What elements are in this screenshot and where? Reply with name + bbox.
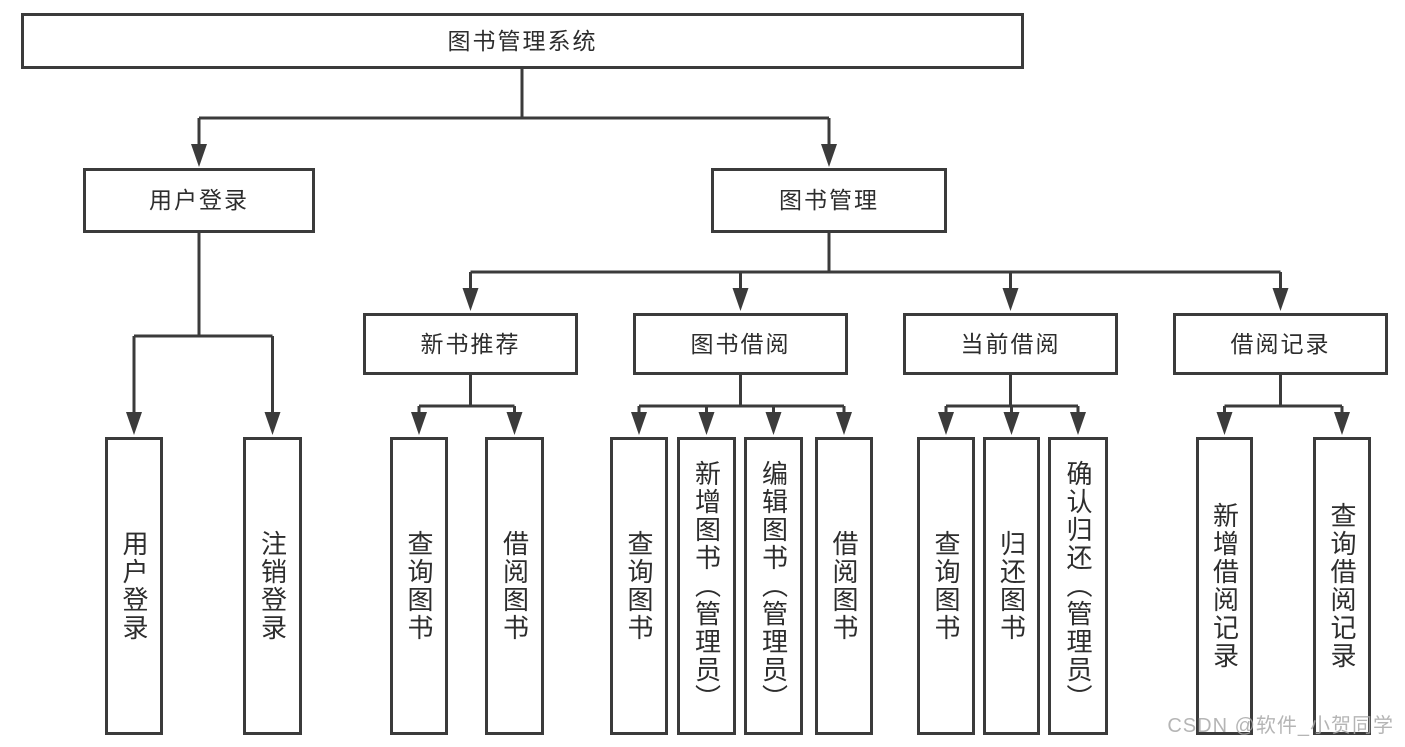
node-label: 查询图书 bbox=[624, 530, 654, 642]
edge-root-to-level2 bbox=[191, 69, 837, 167]
node-label: 查询图书 bbox=[404, 530, 434, 642]
edge-borrow-records-to-leaves bbox=[1216, 375, 1350, 435]
leaf-query-books-borrow: 查询图书 bbox=[610, 437, 668, 735]
node-new-book-recommend: 新书推荐 bbox=[363, 313, 578, 375]
node-book-borrow: 图书借阅 bbox=[633, 313, 848, 375]
leaf-query-borrow-record: 查询借阅记录 bbox=[1313, 437, 1371, 735]
leaf-confirm-return-admin: 确认归还（管理员） bbox=[1048, 437, 1108, 735]
node-label: 新书推荐 bbox=[420, 330, 521, 357]
leaf-borrow-books: 借阅图书 bbox=[815, 437, 873, 735]
leaf-query-books-current: 查询图书 bbox=[917, 437, 975, 735]
edge-book-management-to-level3 bbox=[462, 233, 1289, 311]
leaf-user-login: 用户登录 bbox=[105, 437, 163, 735]
node-label: 新增借阅记录 bbox=[1209, 502, 1240, 670]
edge-new-book-recommend-to-leaves bbox=[411, 375, 523, 435]
node-label: 当前借阅 bbox=[960, 330, 1061, 357]
node-label: 注销登录 bbox=[257, 530, 288, 642]
node-label: 查询图书 bbox=[931, 530, 961, 642]
leaf-borrow-books-recommend: 借阅图书 bbox=[485, 437, 544, 735]
edge-user-login-to-leaves bbox=[126, 233, 281, 435]
leaf-add-books-admin: 新增图书（管理员） bbox=[677, 437, 736, 735]
node-label: 图书管理 bbox=[779, 187, 879, 213]
node-label: 用户登录 bbox=[119, 530, 149, 642]
node-label: 借阅图书 bbox=[829, 530, 859, 642]
node-label: 借阅记录 bbox=[1230, 330, 1331, 357]
node-label: 编辑图书（管理员） bbox=[758, 460, 789, 712]
node-label: 用户登录 bbox=[149, 187, 249, 213]
edge-book-borrow-to-leaves bbox=[631, 375, 852, 435]
node-borrow-records: 借阅记录 bbox=[1173, 313, 1388, 375]
node-book-management: 图书管理 bbox=[711, 168, 947, 233]
node-user-login: 用户登录 bbox=[83, 168, 315, 233]
node-label: 借阅图书 bbox=[499, 530, 530, 642]
leaf-edit-books-admin: 编辑图书（管理员） bbox=[744, 437, 803, 735]
leaf-query-books-recommend: 查询图书 bbox=[390, 437, 448, 735]
leaf-add-borrow-record: 新增借阅记录 bbox=[1196, 437, 1253, 735]
node-label: 确认归还（管理员） bbox=[1063, 460, 1093, 712]
node-current-borrow: 当前借阅 bbox=[903, 313, 1118, 375]
node-label: 归还图书 bbox=[996, 530, 1027, 642]
leaf-logout: 注销登录 bbox=[243, 437, 302, 735]
node-library-management-system: 图书管理系统 bbox=[21, 13, 1024, 69]
watermark: CSDN @软件_小贺同学 bbox=[1167, 715, 1394, 737]
leaf-return-books: 归还图书 bbox=[983, 437, 1040, 735]
node-label: 查询借阅记录 bbox=[1327, 502, 1357, 670]
edge-current-borrow-to-leaves bbox=[938, 375, 1086, 435]
node-label: 图书借阅 bbox=[690, 330, 791, 357]
node-label: 图书管理系统 bbox=[447, 27, 598, 54]
node-label: 新增图书（管理员） bbox=[691, 460, 722, 712]
